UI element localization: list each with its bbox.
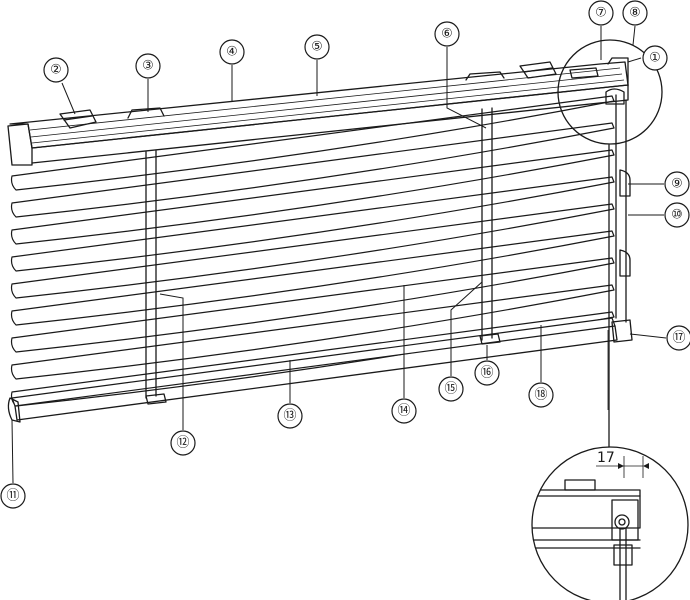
callout-label: ⑯ bbox=[480, 366, 493, 381]
detail-magnifier: 17 bbox=[531, 39, 689, 600]
callout-label: ③ bbox=[142, 59, 154, 74]
slat bbox=[10, 203, 615, 299]
callout-label: ⑫ bbox=[176, 436, 189, 451]
callout-leader-line bbox=[627, 57, 642, 63]
callout-10: ⑩ bbox=[628, 202, 690, 228]
callout-label: ⑮ bbox=[444, 382, 457, 397]
callout-circle bbox=[642, 45, 668, 71]
callout-label: ⑰ bbox=[672, 331, 685, 346]
callout-label: ⑤ bbox=[311, 40, 323, 55]
callout-12: ⑫ bbox=[159, 293, 196, 456]
callout-circle bbox=[391, 398, 417, 424]
callout-circle bbox=[304, 34, 330, 60]
callout-label: ① bbox=[649, 51, 661, 66]
callout-label: ⑱ bbox=[534, 388, 547, 403]
callout-label: ⑧ bbox=[629, 6, 641, 21]
callout-label: ⑥ bbox=[441, 27, 453, 42]
callout-leader-line bbox=[629, 333, 667, 339]
callout-16: ⑯ bbox=[474, 345, 500, 386]
callout-label: ⑩ bbox=[671, 208, 683, 223]
callout-14: ⑭ bbox=[391, 285, 417, 424]
callout-label: ④ bbox=[226, 45, 238, 60]
callout-leader-line bbox=[61, 82, 76, 115]
callout-leader-line bbox=[450, 281, 483, 376]
slats bbox=[10, 95, 615, 407]
callout-4: ④ bbox=[219, 39, 245, 102]
callout-leader-line bbox=[446, 47, 487, 129]
callout-circle bbox=[434, 21, 460, 47]
callout-label: ⑬ bbox=[283, 409, 296, 424]
slat bbox=[10, 149, 615, 245]
head-box bbox=[7, 57, 629, 166]
callout-circle bbox=[438, 376, 464, 402]
callout-leader-line bbox=[11, 419, 14, 484]
callout-label: ⑨ bbox=[671, 177, 683, 192]
slat bbox=[10, 176, 615, 272]
callout-circle bbox=[622, 0, 648, 26]
callout-leader-line bbox=[632, 25, 636, 46]
ladder-cords bbox=[145, 107, 501, 405]
callout-label: ⑦ bbox=[595, 6, 607, 21]
slat bbox=[10, 230, 615, 326]
callout-label: ② bbox=[50, 63, 62, 78]
callout-circle bbox=[0, 483, 26, 509]
callout-leader-line bbox=[159, 293, 184, 430]
operating-cords bbox=[605, 88, 633, 410]
callout-1: ① bbox=[627, 45, 668, 71]
callout-circle bbox=[528, 382, 554, 408]
callout-8: ⑧ bbox=[622, 0, 648, 46]
callout-6: ⑥ bbox=[434, 21, 487, 129]
callout-circle bbox=[277, 403, 303, 429]
callout-2: ② bbox=[43, 57, 76, 115]
dimension-label: 17 bbox=[597, 450, 615, 466]
callout-circle bbox=[43, 57, 69, 83]
callout-circle bbox=[664, 202, 690, 228]
slat bbox=[10, 284, 615, 380]
callout-circle bbox=[588, 0, 614, 26]
slat bbox=[10, 95, 615, 191]
callout-circle bbox=[474, 360, 500, 386]
callout-13: ⑬ bbox=[277, 360, 303, 429]
callout-label: ⑭ bbox=[397, 404, 410, 419]
callout-5: ⑤ bbox=[304, 34, 330, 96]
callout-circle bbox=[219, 39, 245, 65]
callout-3: ③ bbox=[135, 53, 161, 112]
callout-circle bbox=[170, 430, 196, 456]
callout-circle bbox=[135, 53, 161, 79]
slat bbox=[10, 257, 615, 353]
callouts: ① ② ③ ④ ⑤ ⑥ ⑦ ⑧ ⑨ ⑩ ⑪ ⑫ ⑬ ⑭ ⑮ ⑯ ⑰ ⑱ bbox=[0, 0, 690, 509]
slat bbox=[10, 122, 615, 218]
callout-label: ⑪ bbox=[6, 489, 19, 504]
callout-15: ⑮ bbox=[438, 281, 483, 402]
callout-circle bbox=[664, 171, 690, 197]
bottom-rail bbox=[7, 317, 618, 423]
callout-17: ⑰ bbox=[629, 325, 690, 351]
callout-18: ⑱ bbox=[528, 325, 554, 408]
callout-11: ⑪ bbox=[0, 419, 26, 509]
callout-9: ⑨ bbox=[628, 171, 690, 197]
callout-7: ⑦ bbox=[588, 0, 614, 60]
callout-circle bbox=[666, 325, 690, 351]
